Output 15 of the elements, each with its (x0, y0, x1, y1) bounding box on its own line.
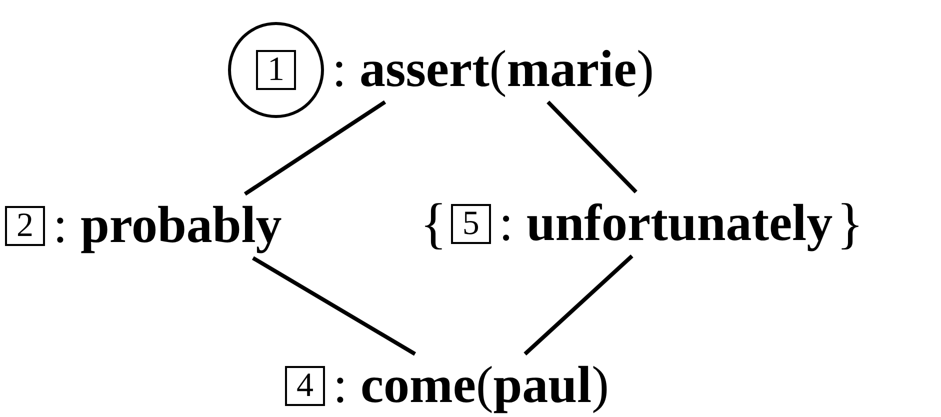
number-box: 4 (285, 366, 325, 406)
connector-line (524, 254, 634, 356)
connector-line (252, 256, 416, 356)
term-text: : assert(marie) (332, 44, 654, 96)
term-text: : come(paul) (333, 360, 609, 412)
number-box: 2 (5, 206, 45, 246)
connector-line (546, 100, 638, 194)
term-text: : unfortunately (498, 198, 833, 250)
connector-line (244, 100, 386, 196)
brace: { (420, 196, 447, 252)
number-box: 1 (256, 50, 296, 90)
term-text: : probably (53, 200, 282, 252)
circle-outline (228, 22, 324, 118)
number-box: 5 (450, 204, 491, 244)
brace: } (836, 196, 864, 252)
